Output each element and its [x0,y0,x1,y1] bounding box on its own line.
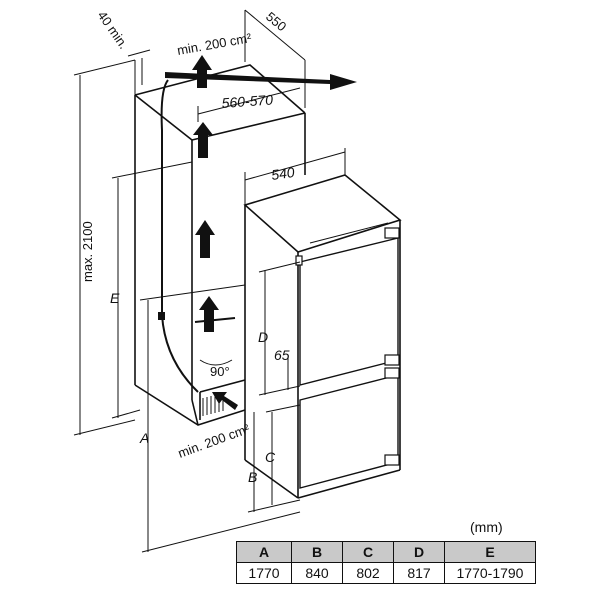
units-label: (mm) [470,519,503,535]
table-header-cell: C [342,541,394,563]
wall-socket [158,312,165,320]
table-header-cell: E [444,541,536,563]
table-cell: 802 [342,562,394,584]
max-height-label: max. 2100 [80,221,95,282]
table-cell: 840 [291,562,343,584]
cabinet-niche [134,64,306,426]
airflow-arrows [165,55,357,410]
gap-top-label: 40 min. [95,8,132,52]
vent-top-label: min. 200 cm² [176,30,253,58]
depth-label: 550 [263,9,289,34]
dim-b-label: B [248,469,257,485]
table-cell: 1770 [236,562,292,584]
vent-bottom-label: min. 200 cm² [176,421,252,461]
dim-c-label: C [265,449,276,465]
appliance-width-label: 540 [270,164,296,183]
dim-d-label: D [258,329,268,345]
freezer-door [299,374,399,489]
table-cell: 1770-1790 [444,562,536,584]
fridge-door [299,237,399,386]
dimension-lines [73,9,346,553]
angle-label: 90° [210,364,230,379]
dim-e-label: E [110,290,120,306]
table-header-cell: D [393,541,445,563]
table-cell: 817 [393,562,445,584]
table-header-cell: A [236,541,292,563]
table-header-row: A B C D E [236,541,536,563]
niche-width-label: 560-570 [221,91,274,111]
door-hinges [295,227,400,466]
gap-65-label: 65 [274,347,290,363]
table-row: 1770 840 802 817 1770-1790 [236,562,536,584]
appliance-body [243,174,402,499]
dim-a-label: A [139,430,149,446]
table-header-cell: B [291,541,343,563]
dimensions-table: A B C D E 1770 840 802 817 1770-1790 [236,541,536,584]
